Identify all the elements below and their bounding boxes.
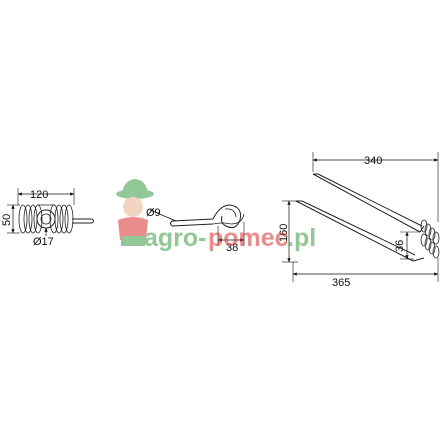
watermark-pomec: pomec xyxy=(208,224,289,252)
watermark-tld: .pl xyxy=(287,224,316,252)
dim-spring-diameter: Ø17 xyxy=(33,236,54,248)
spring-coil-view: 120 50 Ø17 xyxy=(1,188,94,248)
watermark-agro: agro xyxy=(144,224,198,252)
watermark-dash: - xyxy=(198,224,206,252)
dim-tine-height: 160 xyxy=(278,224,290,242)
farmer-mascot-icon xyxy=(116,179,154,246)
tine-side-view: 340 365 160 36 xyxy=(278,152,440,289)
dim-spring-height: 50 xyxy=(1,214,13,226)
dim-side-length: 38 xyxy=(226,242,238,254)
dim-tine-top-length: 340 xyxy=(364,155,382,167)
dim-coil-height: 36 xyxy=(394,240,406,252)
watermark-logo: agro - pomec .pl xyxy=(116,179,316,252)
dim-wire-diameter: Ø9 xyxy=(146,207,161,219)
tine-end-view: Ø9 38 xyxy=(146,204,245,254)
dim-tine-total-length: 365 xyxy=(332,277,350,289)
dim-spring-width: 120 xyxy=(30,189,48,201)
